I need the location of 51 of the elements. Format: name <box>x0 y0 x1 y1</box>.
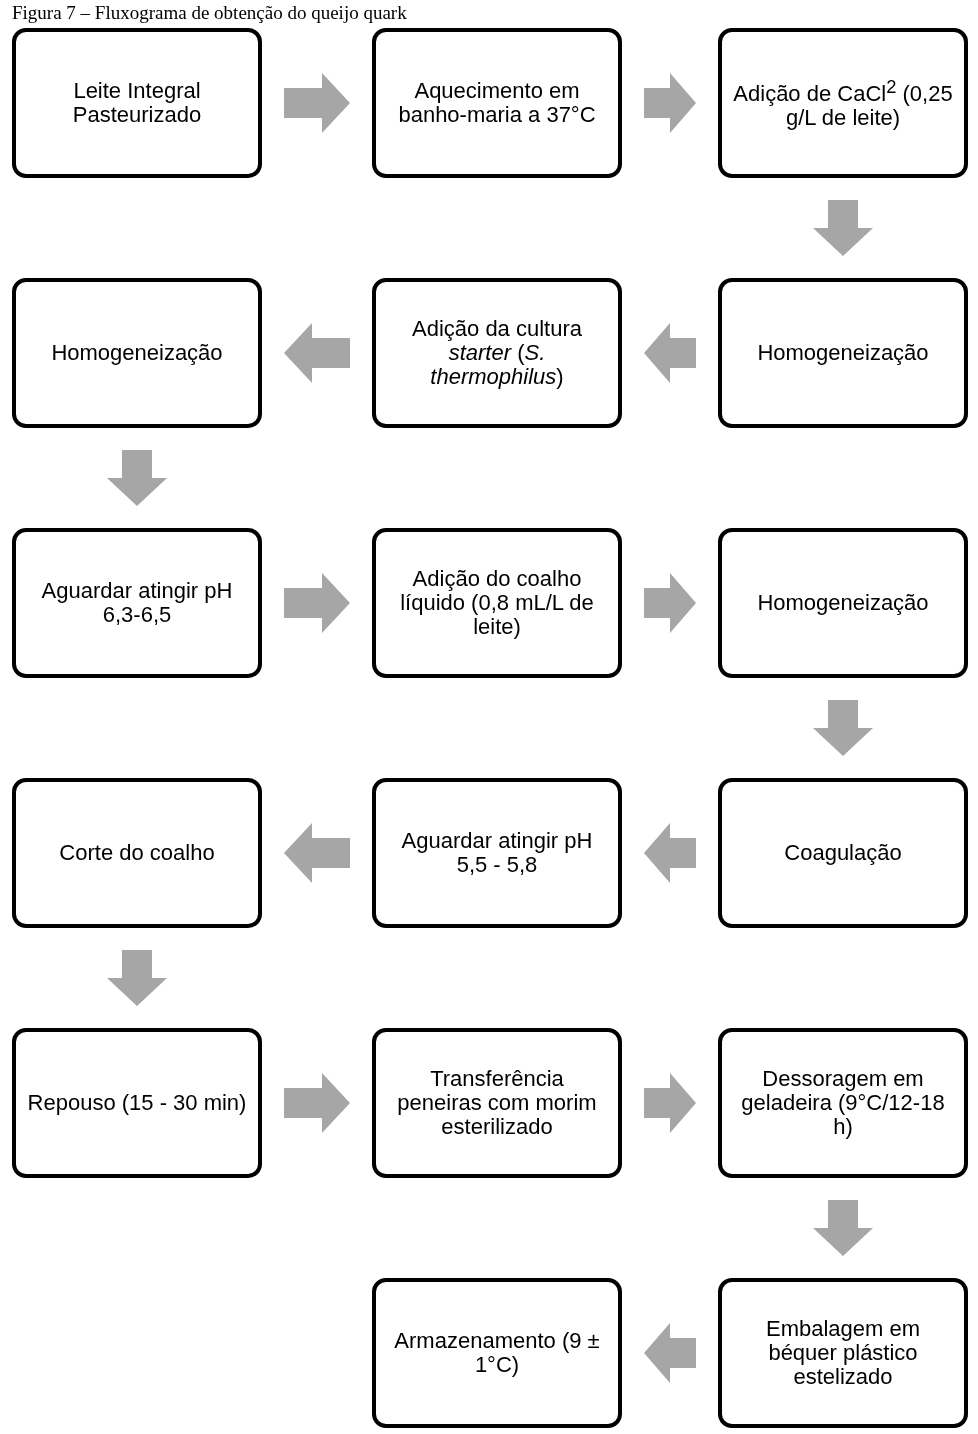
block-arrow <box>284 573 350 633</box>
step-label: Aguardar atingir pH 6,3-6,5 <box>40 579 234 627</box>
block-arrow <box>644 323 696 383</box>
step-label: Adição de CaCl$^{2}$ (0,25 g/L de leite) <box>732 76 954 130</box>
process-box <box>718 28 968 178</box>
process-box <box>372 1028 622 1178</box>
step-label: Embalagem em béquer plástico estelizado <box>764 1317 922 1389</box>
process-box <box>372 278 622 428</box>
block-arrow <box>284 323 350 383</box>
process-box <box>718 778 968 928</box>
block-arrow <box>644 73 696 133</box>
process-box <box>372 28 622 178</box>
process-box <box>12 28 262 178</box>
process-box <box>12 528 262 678</box>
step-label: Coagulação <box>784 841 902 865</box>
process-box <box>12 278 262 428</box>
process-box <box>372 1278 622 1428</box>
step-label: Dessoragem em geladeira (9°C/12-18 h) <box>740 1067 946 1139</box>
step-label: Leite Integral Pasteurizado <box>71 79 203 127</box>
step-label: Corte do coalho <box>59 841 215 865</box>
process-box <box>718 528 968 678</box>
step-label: Adição do coalho líquido (0,8 mL/L de leite) <box>399 567 595 639</box>
block-arrow <box>644 1323 696 1383</box>
step-label: Homogeneização <box>757 591 929 615</box>
block-arrow <box>644 1073 696 1133</box>
process-box <box>718 1028 968 1178</box>
block-arrow <box>284 73 350 133</box>
step-label: Aquecimento em banho-maria a 37°C <box>397 79 597 127</box>
step-label: Homogeneização <box>757 341 929 365</box>
process-box <box>372 778 622 928</box>
block-arrow <box>107 450 167 506</box>
process-box <box>12 778 262 928</box>
block-arrow <box>284 1073 350 1133</box>
step-label: Transferência peneiras com morim esterilizado <box>396 1067 598 1139</box>
block-arrow <box>284 823 350 883</box>
step-label: Homogeneização <box>51 341 223 365</box>
block-arrow <box>107 950 167 1006</box>
block-arrow <box>813 1200 873 1256</box>
step-label: Repouso (15 - 30 min) <box>27 1091 247 1115</box>
process-box <box>12 1028 262 1178</box>
block-arrow <box>644 573 696 633</box>
process-box <box>718 278 968 428</box>
process-box <box>372 528 622 678</box>
figure-title: Figura 7 – Fluxograma de obtenção do queijo quark <box>12 2 407 24</box>
step-label: Adição da cultura starter (S. thermophilus) <box>411 317 583 389</box>
block-arrow <box>813 200 873 256</box>
block-arrow <box>644 823 696 883</box>
step-label: Aguardar atingir pH 5,5 - 5,8 <box>400 829 594 877</box>
step-label: Armazenamento (9 ± 1°C) <box>393 1329 601 1377</box>
process-box <box>718 1278 968 1428</box>
block-arrow <box>813 700 873 756</box>
